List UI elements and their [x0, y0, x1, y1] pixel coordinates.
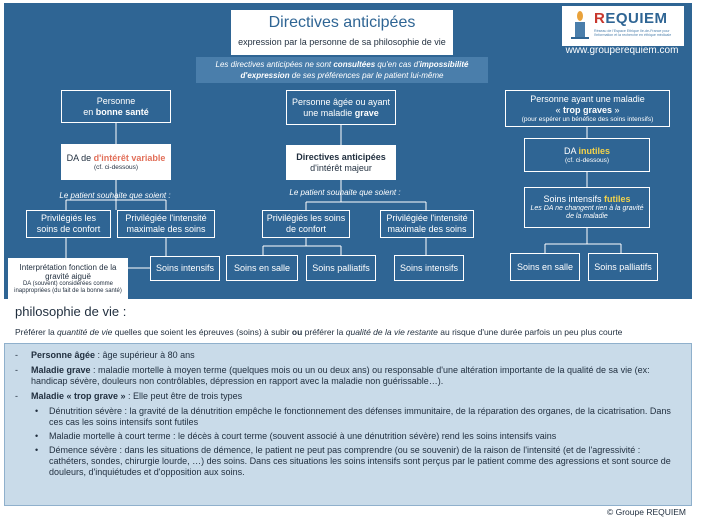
logo-tagline: Réseau de l'Espace Ethique Ile-de-France… — [594, 29, 672, 37]
philosophy-text: Préférer la quantité de vie quelles que … — [15, 327, 623, 337]
intro-note: Les directives anticipées ne sont consul… — [196, 57, 488, 83]
definition-serious-illness: -Maladie grave : maladie mortelle à moye… — [15, 365, 650, 386]
title-box: Directives anticipées expression par la … — [231, 10, 453, 55]
col3-ward-care-box: Soins en salle — [510, 253, 580, 281]
requiem-logo: REQUIEM Réseau de l'Espace Ethique Ile-d… — [562, 6, 684, 46]
definition-short-term-fatal: •Maladie mortelle à court terme : le déc… — [35, 431, 557, 441]
col3-palliative-box: Soins palliatifs — [588, 253, 658, 281]
candle-logo-icon — [571, 11, 589, 39]
col3-da-box: DA inutiles (cf. ci-dessous) — [524, 138, 650, 172]
philosophy-section: philosophie de vie : Préférer la quantit… — [4, 300, 692, 342]
philosophy-title: philosophie de vie : — [15, 304, 127, 319]
definition-too-serious: -Maladie « trop grave » : Elle peut être… — [15, 391, 243, 401]
definition-severe-dementia: •Démence sévère : dans les situations de… — [35, 445, 671, 477]
col2-da-box: Directives anticipées d'intérêt majeur — [286, 145, 396, 180]
col2-palliative-box: Soins palliatifs — [306, 255, 376, 281]
col1-max-intensity-box: Privilégiée l'intensité maximale des soi… — [117, 210, 215, 238]
col2-max-intensity-box: Privilégiée l'intensité maximale des soi… — [380, 210, 474, 238]
page-title: Directives anticipées — [268, 14, 416, 31]
definition-malnutrition: •Dénutrition sévère : la gravité de la d… — [35, 406, 671, 427]
col1-caption: Le patient souhaite que soient : — [59, 191, 171, 200]
definitions-panel: -Personne âgée : âge supérieur à 80 ans … — [4, 343, 692, 506]
col2-intensive-box: Soins intensifs — [394, 255, 464, 281]
col1-da-box: DA de d'intérêt variable (cf. ci-dessous… — [61, 144, 171, 180]
col1-top-box: Personne en bonne santé — [61, 90, 171, 123]
col2-caption: Le patient souhaite que soient : — [289, 188, 401, 197]
col1-intensive-box: Soins intensifs — [150, 256, 220, 281]
logo-name: REQUIEM — [594, 10, 668, 27]
col3-futile-intensive-box: Soins intensifs futiles Les DA ne change… — [524, 187, 650, 228]
col1-interpretation-box: Interprétation fonction de la gravité ai… — [8, 258, 128, 300]
page-subtitle: expression par la personne de sa philoso… — [238, 37, 446, 47]
website-link[interactable]: www.grouperequiem.com — [565, 45, 679, 56]
col2-comfort-box: Privilégiés les soins de confort — [262, 210, 350, 238]
col2-top-box: Personne âgée ou ayant une maladie grave — [286, 90, 396, 125]
col2-ward-care-box: Soins en salle — [226, 255, 298, 281]
col3-top-box: Personne ayant une maladie « trop graves… — [505, 90, 670, 127]
col1-comfort-box: Privilégiés les soins de confort — [26, 210, 111, 238]
definition-elderly: -Personne âgée : âge supérieur à 80 ans — [15, 350, 195, 360]
footer-copyright: © Groupe REQUIEM — [606, 507, 686, 517]
